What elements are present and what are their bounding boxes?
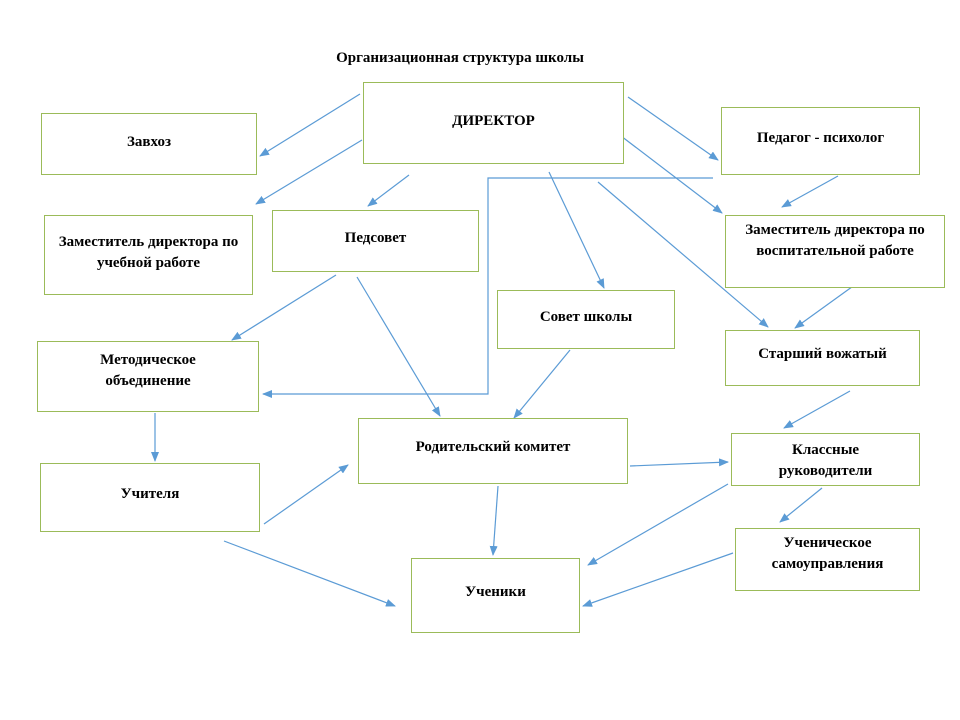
arrow-parent-committee-students — [489, 485, 499, 556]
node-teachers: Учителя — [40, 463, 260, 532]
arrow-deputy-upbringing-senior-leader — [794, 283, 857, 329]
node-label: Педагог - психолог — [756, 130, 885, 146]
node-label: Старший вожатый — [758, 346, 887, 362]
arrow-director-deputy-upbringing — [620, 135, 723, 214]
diagram-title: Организационная структура школы — [336, 50, 584, 66]
arrow-director-zavhoz — [259, 93, 361, 157]
node-psychologist: Педагог - психолог — [721, 107, 920, 175]
node-school-council: Совет школы — [497, 290, 675, 349]
node-label: Педсовет — [344, 230, 407, 246]
arrow-school-council-parent-committee — [513, 349, 571, 419]
arrow-director-senior-leader — [597, 181, 769, 328]
arrow-pedsovet-parent-committee — [356, 276, 441, 417]
arrow-class-teachers-student-government — [779, 487, 823, 523]
arrow-director-pedsovet — [367, 174, 410, 207]
arrow-pedsovet-method-union — [231, 274, 337, 341]
node-label: Совет школы — [539, 309, 633, 325]
node-method-union: Методическое объединение — [37, 341, 259, 412]
node-label: Учителя — [120, 486, 180, 502]
arrow-director-deputy-study — [255, 139, 363, 205]
node-label: Заместитель директора по учебной работе — [58, 234, 239, 271]
arrow-senior-leader-class-teachers — [783, 390, 851, 429]
arrow-director-school-council — [548, 171, 605, 289]
node-senior-leader: Старший вожатый — [725, 330, 920, 386]
arrow-student-government-students — [582, 552, 734, 607]
node-label: Классные руководители — [778, 442, 873, 479]
node-label: Методическое объединение — [100, 352, 196, 389]
node-label: Ученики — [465, 584, 526, 600]
arrow-psychologist-deputy-upbringing — [781, 175, 839, 208]
arrow-teachers-students — [223, 540, 396, 607]
arrow-director-method-union — [262, 177, 713, 398]
node-parent-committee: Родительский комитет — [358, 418, 628, 484]
node-students: Ученики — [411, 558, 580, 633]
node-class-teachers: Классные руководители — [731, 433, 920, 486]
node-label: Завхоз — [127, 134, 171, 150]
arrow-teachers-parent-committee — [263, 464, 349, 525]
node-student-government: Ученическое самоуправления — [735, 528, 920, 591]
node-label: Родительский комитет — [415, 439, 571, 455]
node-label: ДИРЕКТОР — [452, 113, 535, 129]
node-zavhoz: Завхоз — [41, 113, 257, 175]
arrow-class-teachers-students — [587, 483, 729, 566]
node-deputy-study: Заместитель директора по учебной работе — [44, 215, 253, 295]
node-director: ДИРЕКТОР — [363, 82, 624, 164]
node-label: Ученическое самоуправления — [771, 535, 884, 572]
arrow-parent-committee-class-teachers — [629, 458, 729, 467]
arrow-director-psychologist — [627, 96, 719, 161]
node-label: Заместитель директора по воспитательной … — [745, 222, 925, 259]
node-deputy-upbringing: Заместитель директора по воспитательной … — [725, 215, 945, 288]
node-pedsovet: Педсовет — [272, 210, 479, 272]
